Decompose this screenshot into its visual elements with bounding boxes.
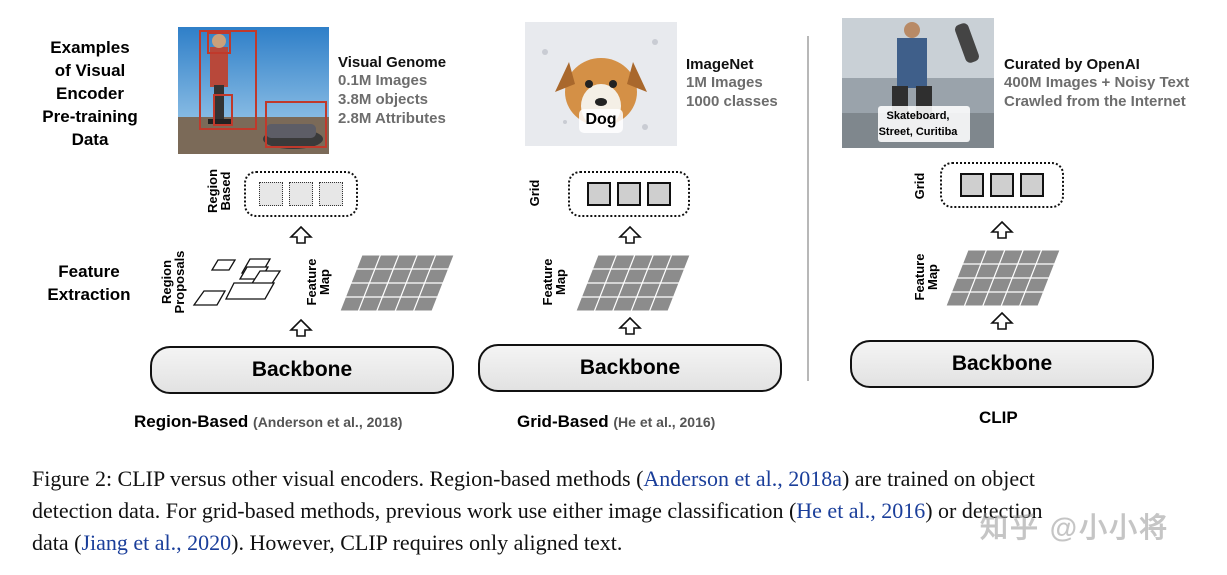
region-proposals-diagram bbox=[192, 258, 282, 306]
up-arrow-icon bbox=[618, 316, 642, 335]
grid-based-method-label: Grid-Based (He et al., 2016) bbox=[517, 412, 716, 431]
dataset-stat: 1000 classes bbox=[686, 93, 778, 110]
region-based-method-label: Region-Based (Anderson et al., 2018) bbox=[134, 412, 403, 431]
region-token bbox=[259, 182, 283, 206]
citation: (Anderson et al., 2018) bbox=[253, 414, 403, 430]
up-arrow-icon bbox=[289, 225, 313, 244]
dataset-title: Visual Genome bbox=[338, 54, 447, 71]
region-token bbox=[289, 182, 313, 206]
feature-map-grid bbox=[339, 254, 455, 312]
citation-link[interactable]: He et al., 2016 bbox=[796, 498, 926, 523]
grid-token bbox=[1020, 173, 1044, 197]
dataset-stat: 0.1M Images bbox=[338, 72, 428, 89]
photo-caption-label: Skateboard, Street, Curitiba bbox=[878, 110, 958, 138]
dataset-stat: 2.8M Attributes bbox=[338, 110, 446, 127]
dataset-stat: 1M Images bbox=[686, 74, 763, 91]
feature-map-grid bbox=[575, 254, 691, 312]
imagenet-info: ImageNet 1M Images 1000 classes bbox=[686, 56, 778, 111]
dataset-title: Curated by OpenAI bbox=[1004, 56, 1140, 73]
column-divider bbox=[807, 36, 809, 381]
dataset-stat: 3.8M objects bbox=[338, 91, 429, 108]
figure-caption: Figure 2: CLIP versus other visual encod… bbox=[32, 466, 1043, 555]
feature-extraction-label: Feature Extraction bbox=[47, 262, 131, 304]
openai-skateboard-photo bbox=[842, 18, 994, 148]
feature-map-grid bbox=[945, 249, 1061, 307]
up-arrow-icon bbox=[990, 220, 1014, 239]
up-arrow-icon bbox=[990, 311, 1014, 330]
grid-tokens-label: Grid bbox=[527, 179, 542, 207]
backbone-box: Backbone bbox=[478, 344, 782, 392]
grid-token bbox=[617, 182, 641, 206]
citation-link[interactable]: Anderson et al., 2018a bbox=[643, 466, 842, 491]
grid-tokens-label: Grid bbox=[912, 172, 927, 200]
dataset-title: ImageNet bbox=[686, 56, 754, 73]
grid-token bbox=[647, 182, 671, 206]
dataset-stat: Crawled from the Internet bbox=[1004, 93, 1186, 110]
imagenet-dog-photo bbox=[525, 22, 677, 146]
openai-info: Curated by OpenAI 400M Images + Noisy Te… bbox=[1004, 56, 1189, 111]
backbone-box: Backbone bbox=[150, 346, 454, 394]
citation: (He et al., 2016) bbox=[613, 414, 716, 430]
grid-token bbox=[587, 182, 611, 206]
dataset-stat: 400M Images + Noisy Text bbox=[1004, 74, 1190, 91]
photo-label: Dog bbox=[585, 111, 617, 128]
watermark: 知乎 @小小将 bbox=[980, 512, 1170, 543]
region-token-box bbox=[244, 171, 358, 217]
examples-label: Examples of Visual Encoder Pre-training … bbox=[42, 38, 138, 149]
visual-genome-info: Visual Genome 0.1M Images 3.8M objects 2… bbox=[338, 54, 446, 128]
grid-token bbox=[990, 173, 1014, 197]
citation-link[interactable]: Jiang et al., 2020 bbox=[81, 530, 232, 555]
clip-token-box bbox=[940, 162, 1064, 208]
backbone-box: Backbone bbox=[850, 340, 1154, 388]
up-arrow-icon bbox=[618, 225, 642, 244]
grid-token-box bbox=[568, 171, 690, 217]
visual-genome-photo bbox=[178, 27, 329, 154]
grid-token bbox=[960, 173, 984, 197]
up-arrow-icon bbox=[289, 318, 313, 337]
clip-method-label: CLIP bbox=[979, 408, 1018, 427]
region-token bbox=[319, 182, 343, 206]
